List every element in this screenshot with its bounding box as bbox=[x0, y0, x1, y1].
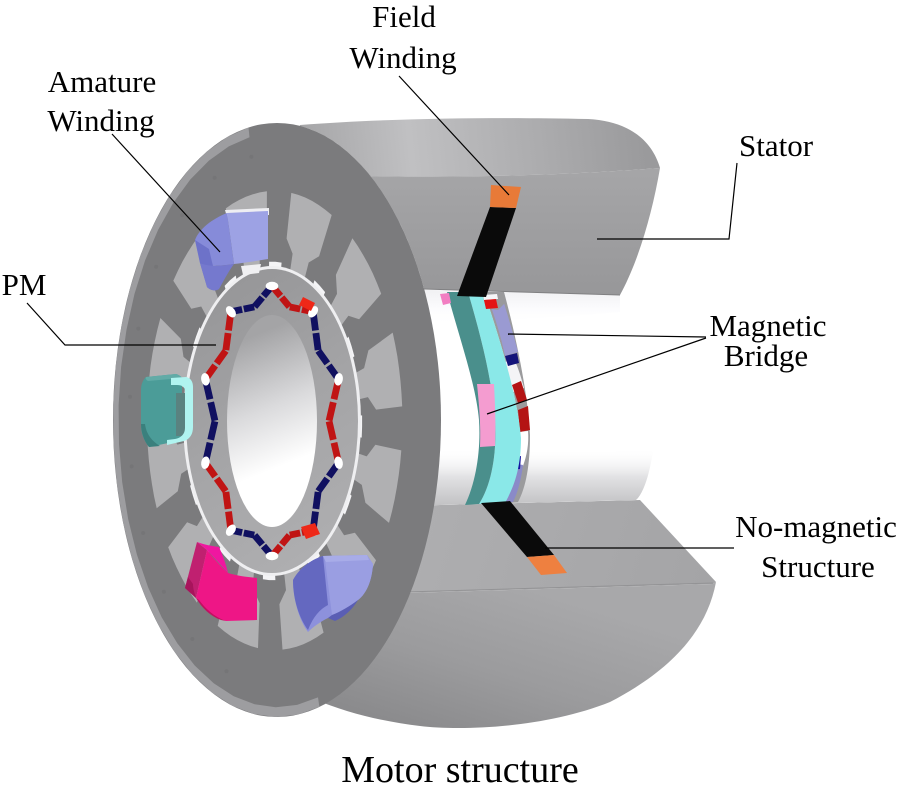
svg-text:No-magnetic: No-magnetic bbox=[735, 509, 897, 544]
svg-text:Magnetic: Magnetic bbox=[709, 308, 826, 343]
svg-text:Bridge: Bridge bbox=[724, 338, 808, 373]
svg-text:Amature: Amature bbox=[48, 64, 156, 99]
svg-text:Winding: Winding bbox=[47, 103, 154, 138]
svg-text:Structure: Structure bbox=[761, 549, 875, 584]
svg-text:Winding: Winding bbox=[349, 40, 456, 75]
svg-text:Motor structure: Motor structure bbox=[341, 749, 578, 791]
svg-text:Stator: Stator bbox=[739, 128, 814, 163]
svg-text:PM: PM bbox=[2, 267, 47, 302]
svg-text:Field: Field bbox=[372, 0, 436, 34]
